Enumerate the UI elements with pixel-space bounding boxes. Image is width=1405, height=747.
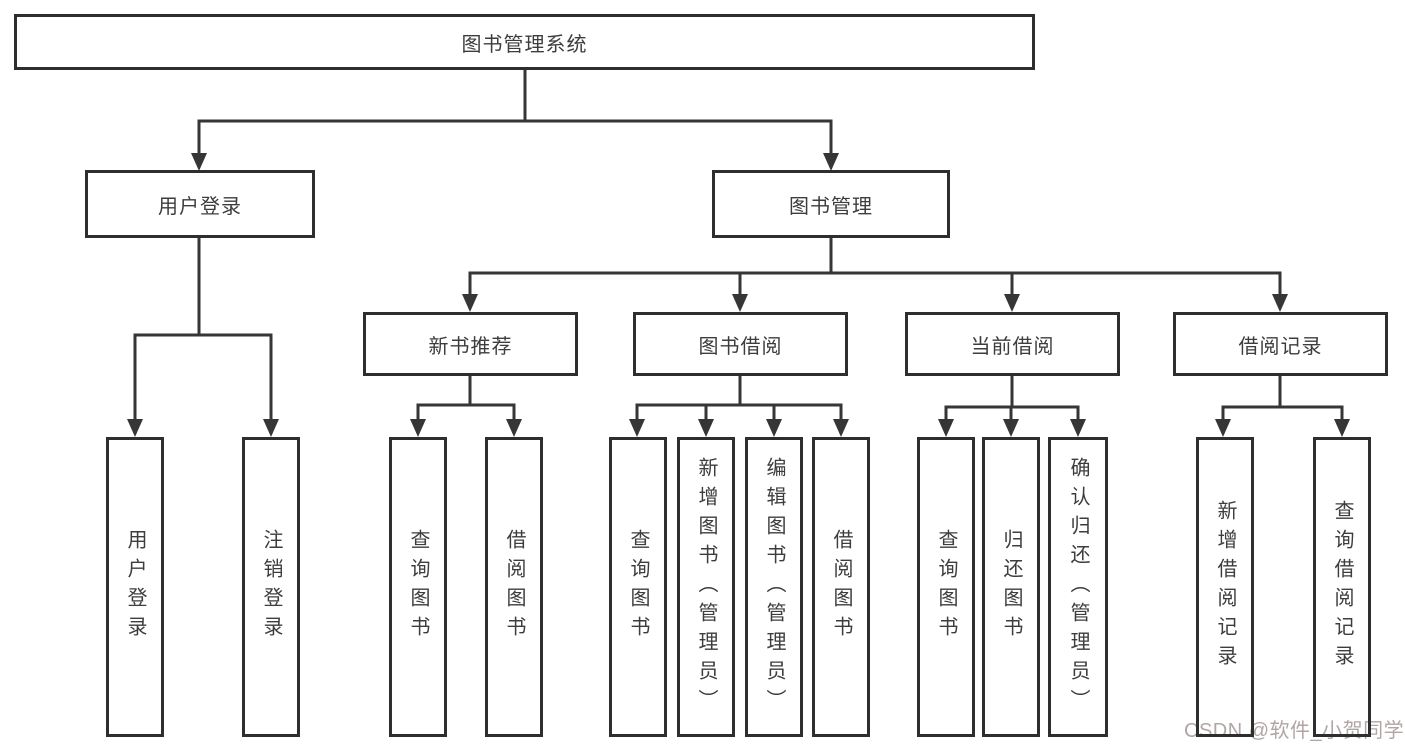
node-current-borrowing: 当前借阅 bbox=[905, 312, 1120, 376]
connector-current-borrowing bbox=[938, 376, 1086, 437]
leaf-borrow-add-books-admin-label: 新增图书（管理员） bbox=[695, 456, 717, 718]
leaf-recommend-query-books-label: 查询图书 bbox=[407, 529, 429, 645]
node-book-management: 图书管理 bbox=[712, 170, 950, 238]
arrow-down-icon bbox=[462, 294, 478, 312]
arrow-down-icon bbox=[766, 419, 782, 437]
leaf-borrow-borrow-books-label: 借阅图书 bbox=[830, 529, 852, 645]
leaf-borrow-borrow-books: 借阅图书 bbox=[812, 437, 870, 737]
arrow-down-icon bbox=[1003, 419, 1019, 437]
node-borrowing-records-label: 借阅记录 bbox=[1238, 335, 1323, 358]
leaf-borrow-edit-books-admin: 编辑图书（管理员） bbox=[745, 437, 803, 737]
node-root: 图书管理系统 bbox=[14, 14, 1035, 70]
leaf-borrow-add-books-admin: 新增图书（管理员） bbox=[677, 437, 735, 737]
leaf-current-query-books-label: 查询图书 bbox=[935, 529, 957, 645]
node-user-login: 用户登录 bbox=[85, 170, 315, 238]
leaf-recommend-borrow-books: 借阅图书 bbox=[485, 437, 543, 737]
leaf-current-confirm-return-admin: 确认归还（管理员） bbox=[1048, 437, 1108, 737]
connector-book-borrowing bbox=[629, 376, 849, 437]
leaf-records-add-record-label: 新增借阅记录 bbox=[1214, 500, 1236, 674]
node-new-book-recommend: 新书推荐 bbox=[363, 312, 578, 376]
arrow-down-icon bbox=[629, 419, 645, 437]
leaf-records-query-record-label: 查询借阅记录 bbox=[1331, 500, 1353, 674]
leaf-current-confirm-return-admin-label: 确认归还（管理员） bbox=[1067, 456, 1089, 718]
arrow-down-icon bbox=[506, 419, 522, 437]
arrow-down-icon bbox=[263, 419, 279, 437]
connector-new-book-recommend bbox=[410, 376, 522, 437]
leaf-logout: 注销登录 bbox=[242, 437, 300, 737]
leaf-records-add-record: 新增借阅记录 bbox=[1196, 437, 1254, 737]
node-borrowing-records: 借阅记录 bbox=[1173, 312, 1388, 376]
arrow-down-icon bbox=[823, 153, 839, 171]
node-new-book-recommend-label: 新书推荐 bbox=[428, 335, 513, 358]
node-current-borrowing-label: 当前借阅 bbox=[970, 335, 1055, 358]
leaf-current-query-books: 查询图书 bbox=[917, 437, 975, 737]
arrow-down-icon bbox=[191, 153, 207, 171]
arrow-down-icon bbox=[938, 419, 954, 437]
leaf-borrow-query-books-label: 查询图书 bbox=[627, 529, 649, 645]
arrow-down-icon bbox=[732, 294, 748, 312]
leaf-current-return-books: 归还图书 bbox=[982, 437, 1040, 737]
node-root-label: 图书管理系统 bbox=[461, 33, 588, 56]
leaf-borrow-edit-books-admin-label: 编辑图书（管理员） bbox=[763, 456, 785, 718]
leaf-borrow-query-books: 查询图书 bbox=[609, 437, 667, 737]
arrow-down-icon bbox=[127, 419, 143, 437]
leaf-recommend-query-books: 查询图书 bbox=[389, 437, 447, 737]
arrow-down-icon bbox=[1272, 294, 1288, 312]
arrow-down-icon bbox=[1215, 419, 1231, 437]
leaf-current-return-books-label: 归还图书 bbox=[1000, 529, 1022, 645]
leaf-user-login-label: 用户登录 bbox=[124, 529, 146, 645]
connector-borrowing-records bbox=[1215, 376, 1350, 437]
leaf-logout-label: 注销登录 bbox=[260, 529, 282, 645]
leaf-recommend-borrow-books-label: 借阅图书 bbox=[503, 529, 525, 645]
leaf-records-query-record: 查询借阅记录 bbox=[1313, 437, 1371, 737]
arrow-down-icon bbox=[698, 419, 714, 437]
node-book-borrowing-label: 图书借阅 bbox=[698, 335, 783, 358]
connector-root bbox=[191, 70, 839, 171]
connector-book-management bbox=[462, 238, 1288, 312]
arrow-down-icon bbox=[833, 419, 849, 437]
leaf-user-login: 用户登录 bbox=[106, 437, 164, 737]
node-book-management-label: 图书管理 bbox=[789, 195, 873, 218]
arrow-down-icon bbox=[1070, 419, 1086, 437]
node-user-login-label: 用户登录 bbox=[158, 195, 242, 218]
node-book-borrowing: 图书借阅 bbox=[633, 312, 848, 376]
arrow-down-icon bbox=[1334, 419, 1350, 437]
arrow-down-icon bbox=[410, 419, 426, 437]
arrow-down-icon bbox=[1004, 294, 1020, 312]
connector-user-login bbox=[127, 238, 279, 437]
